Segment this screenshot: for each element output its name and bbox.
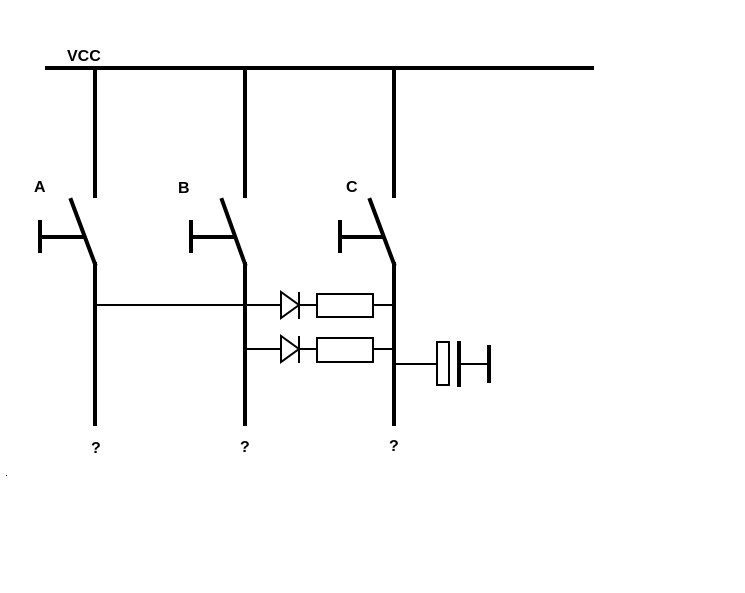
crystal-icon bbox=[436, 341, 450, 386]
lower-path bbox=[245, 334, 394, 364]
switch-a: A ? bbox=[34, 66, 101, 457]
crystal-component bbox=[394, 341, 491, 387]
output-c-label: ? bbox=[389, 438, 399, 455]
upper-path bbox=[95, 290, 394, 320]
switch-c-label: C bbox=[346, 179, 358, 196]
output-b-label: ? bbox=[240, 439, 250, 456]
switch-c-blade bbox=[367, 197, 397, 267]
switch-a-label: A bbox=[34, 179, 46, 196]
switch-a-blade bbox=[68, 197, 98, 267]
resistor-2-icon bbox=[316, 337, 374, 363]
resistor-1-icon bbox=[316, 293, 374, 318]
diode-2-icon bbox=[280, 334, 301, 364]
switch-c: C ? bbox=[338, 66, 399, 455]
vcc-label: VCC bbox=[67, 48, 101, 65]
stray-dot bbox=[6, 475, 7, 476]
switch-b: B ? bbox=[178, 66, 250, 456]
output-a-label: ? bbox=[91, 440, 101, 457]
diode-1-icon bbox=[280, 290, 301, 320]
switch-b-label: B bbox=[178, 180, 190, 197]
switch-b-blade bbox=[219, 197, 248, 267]
